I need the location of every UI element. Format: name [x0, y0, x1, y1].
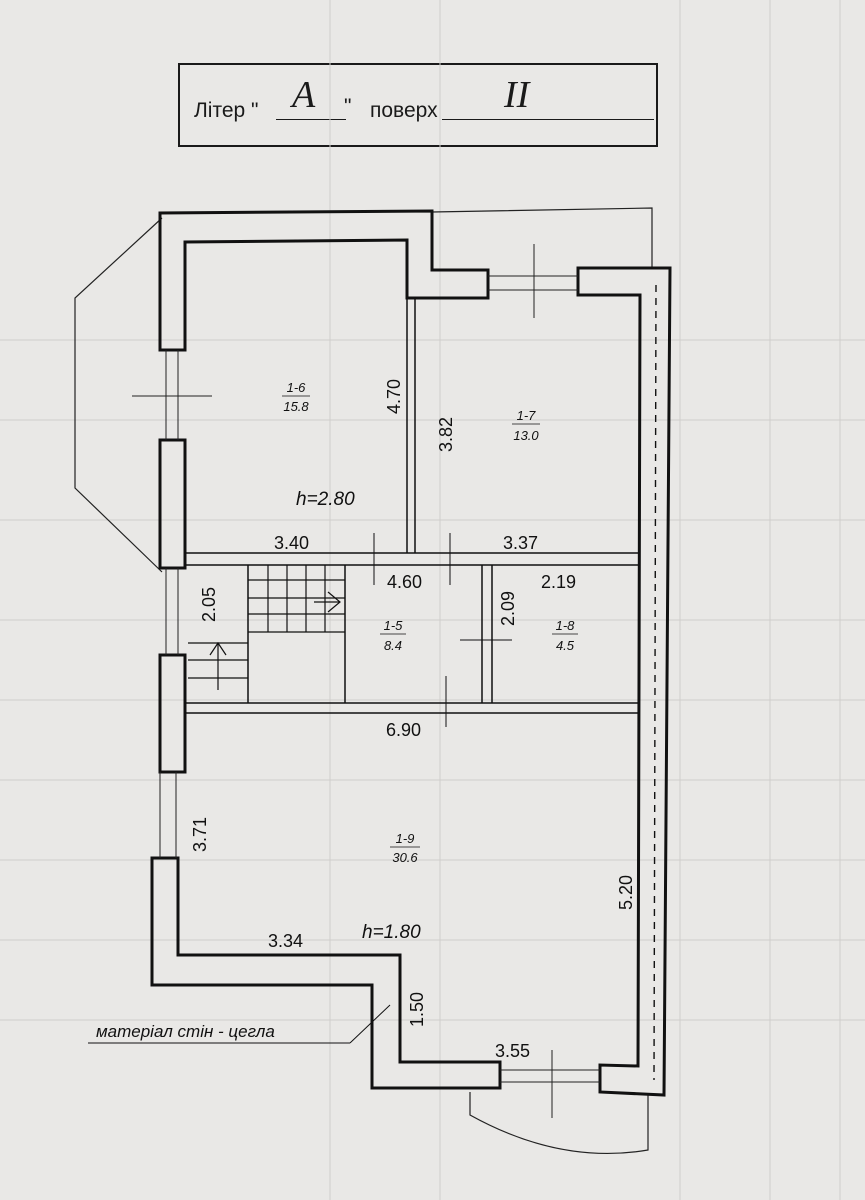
material-note-leader [88, 1004, 391, 1044]
floor-label: поверх [370, 99, 438, 122]
room-1-6-id: 1-6 [287, 380, 307, 395]
liter-underline [276, 119, 346, 120]
material-note: матеріал стін - цегла [96, 1022, 275, 1041]
interior-partitions [185, 298, 638, 714]
room-1-8-area: 4.5 [556, 638, 575, 653]
dim-3-82: 3.82 [436, 417, 456, 452]
bay-window-outline [74, 217, 163, 573]
room-1-5-area: 8.4 [384, 638, 402, 653]
liter-label: Літер " [194, 99, 259, 122]
dim-3-55: 3.55 [495, 1041, 530, 1061]
room-1-7-area: 13.0 [513, 428, 539, 443]
dim-2-09: 2.09 [498, 591, 518, 626]
dim-2-05: 2.05 [199, 587, 219, 622]
right-wall-dashed-line [653, 284, 657, 1081]
staircase [188, 565, 345, 690]
exterior-walls [150, 209, 672, 1097]
floor-value: II [504, 74, 530, 116]
dim-3-71: 3.71 [190, 817, 210, 852]
height-upper: h=2.80 [296, 489, 355, 510]
liter-close-quote: " [344, 95, 352, 118]
entrance-arc [469, 1092, 649, 1155]
dim-4-60: 4.60 [387, 572, 422, 592]
window-marks [132, 244, 600, 1118]
dim-5-20: 5.20 [616, 875, 636, 910]
liter-value: A [292, 74, 316, 116]
room-1-9-area: 30.6 [392, 850, 418, 865]
room-1-7-id: 1-7 [517, 408, 537, 423]
floor-underline [442, 119, 654, 120]
dim-3-34: 3.34 [268, 931, 303, 951]
title-block: Літер " A " поверх II [178, 63, 658, 147]
dim-6-90: 6.90 [386, 720, 421, 740]
dimension-labels: 3.40 3.37 4.60 2.19 6.90 3.34 3.55 4.70 … [190, 379, 636, 1061]
dim-3-37: 3.37 [503, 533, 538, 553]
room-1-9-id: 1-9 [396, 831, 415, 846]
room-1-8-id: 1-8 [556, 618, 576, 633]
balcony-outline [431, 207, 653, 268]
dim-3-40: 3.40 [274, 533, 309, 553]
dim-1-50: 1.50 [407, 992, 427, 1027]
height-lower: h=1.80 [362, 922, 421, 943]
room-1-5-id: 1-5 [384, 618, 404, 633]
room-1-6-area: 15.8 [283, 399, 309, 414]
door-marks [373, 533, 512, 727]
room-labels: 1-6 15.8 1-7 13.0 1-5 8.4 1-8 4.5 1-9 30… [282, 380, 578, 865]
dim-4-70: 4.70 [384, 379, 404, 414]
dim-2-19: 2.19 [541, 572, 576, 592]
